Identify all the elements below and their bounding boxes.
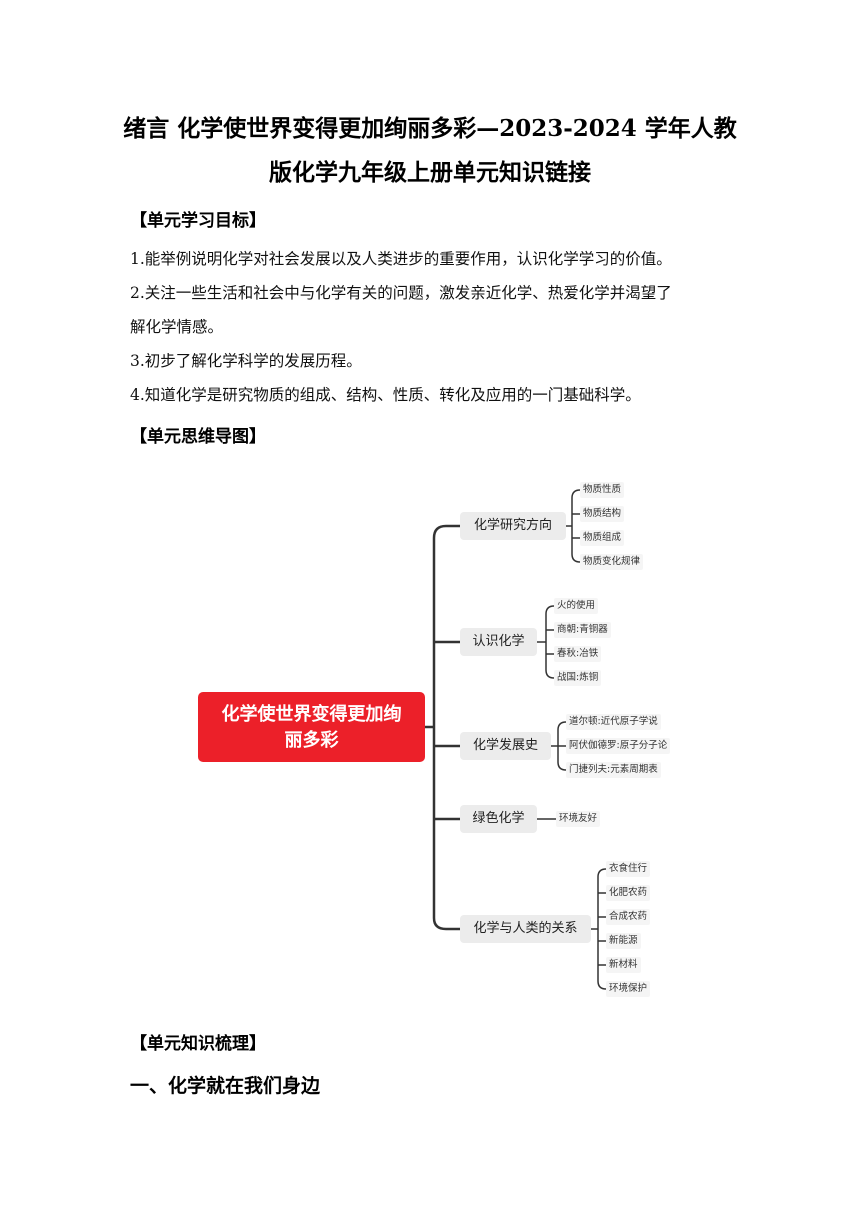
knowledge-heading: 【单元知识梳理】: [130, 1034, 266, 1054]
mindmap-root-node: 化学使世界变得更加绚丽多彩: [198, 692, 425, 762]
mindmap-branch-green: 绿色化学: [460, 805, 537, 833]
mindmap-leaf: 环境保护: [606, 981, 651, 997]
mindmap-leaf: 阿伏伽德罗:原子分子论: [566, 738, 671, 754]
goal-item-2-cont: 解化学情感。: [130, 318, 224, 336]
mindmap-leaf: 合成农药: [606, 909, 651, 925]
goal-item-2: 2.关注一些生活和社会中与化学有关的问题，激发亲近化学、热爱化学并渴望了: [130, 284, 672, 302]
mindmap-leaf: 门捷列夫:元素周期表: [566, 762, 661, 778]
mindmap-leaf: 战国:炼铜: [554, 670, 602, 686]
document-title-line2: 版化学九年级上册单元知识链接: [269, 159, 591, 186]
mindmap-leaf: 环境友好: [556, 811, 601, 827]
mindmap-leaf: 物质组成: [580, 530, 625, 546]
goals-heading: 【单元学习目标】: [130, 211, 266, 231]
mindmap-leaf: 春秋:冶铁: [554, 646, 602, 662]
goal-item-4: 4.知道化学是研究物质的组成、结构、性质、转化及应用的一门基础科学。: [130, 386, 641, 404]
mindmap-leaf: 物质结构: [580, 506, 625, 522]
mindmap-leaf: 商朝:青铜器: [554, 622, 611, 638]
section-heading-1: 一、化学就在我们身边: [130, 1075, 321, 1097]
document-title-line1: 绪言 化学使世界变得更加绚丽多彩—2023-2024 学年人教: [123, 115, 737, 142]
mindmap-leaf: 化肥农药: [606, 885, 651, 901]
mindmap-leaf: 物质性质: [580, 482, 625, 498]
goal-item-1: 1.能举例说明化学对社会发展以及人类进步的重要作用，认识化学学习的价值。: [130, 250, 672, 268]
mindmap-leaf: 火的使用: [554, 598, 599, 614]
mindmap-leaf: 新材料: [606, 957, 641, 973]
mindmap-branch-human: 化学与人类的关系: [460, 915, 591, 943]
mindmap-leaf: 新能源: [606, 933, 641, 949]
mindmap-leaf: 物质变化规律: [580, 554, 644, 570]
mindmap-heading: 【单元思维导图】: [130, 427, 266, 447]
mindmap-leaf: 衣食住行: [606, 861, 651, 877]
mindmap-branch-know: 认识化学: [460, 628, 537, 656]
mindmap-branch-research: 化学研究方向: [460, 512, 566, 540]
mindmap-leaf: 道尔顿:近代原子学说: [566, 714, 661, 730]
mindmap-branch-history: 化学发展史: [460, 732, 551, 760]
goal-item-3: 3.初步了解化学科学的发展历程。: [130, 352, 362, 370]
